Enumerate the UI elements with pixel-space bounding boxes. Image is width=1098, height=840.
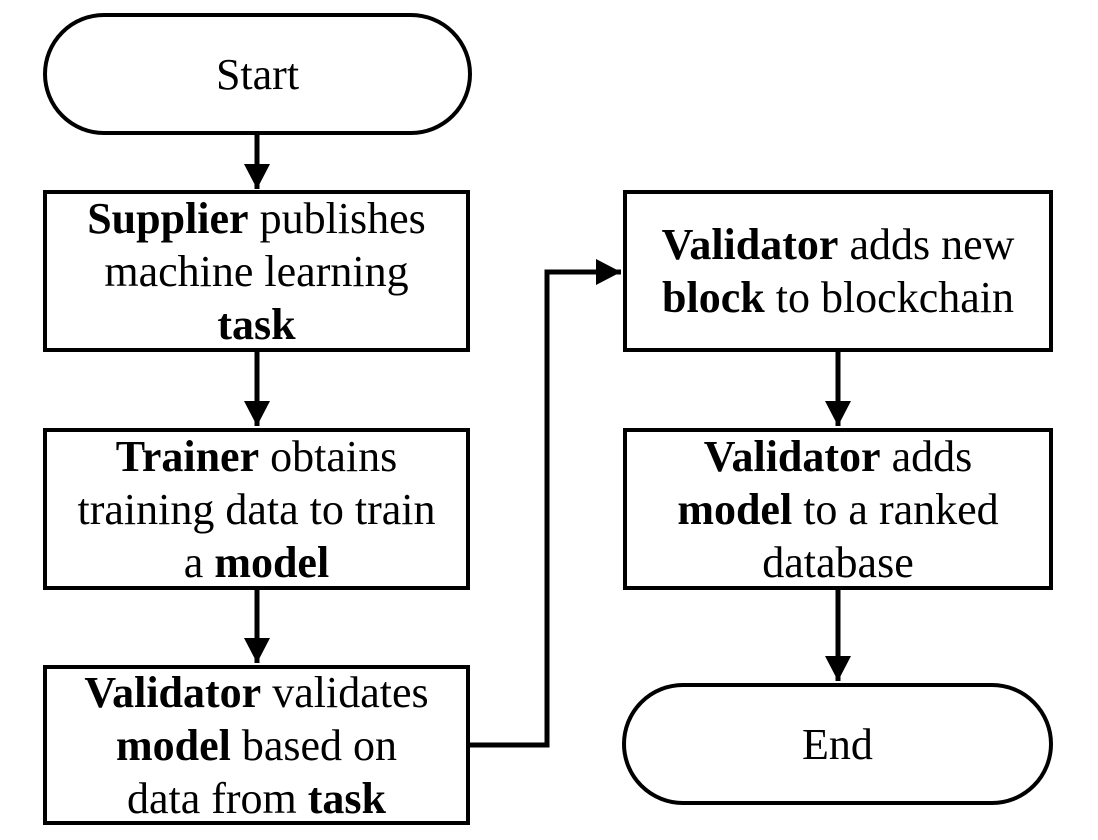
text-line: Validator validates: [84, 666, 428, 719]
text-segment-bold: model: [214, 537, 330, 587]
text-line: block to blockchain: [662, 271, 1014, 324]
text-segment-bold: Validator: [661, 220, 839, 269]
text-segment-bold: Trainer: [115, 431, 260, 481]
text-segment: publishes: [248, 193, 426, 243]
ranked-node: Validator adds model to a ranked databas…: [623, 428, 1053, 590]
text-line: task: [217, 298, 295, 351]
text-segment: obtains: [259, 431, 398, 481]
text-segment: machine learning: [104, 246, 409, 296]
text-segment-bold: Validator: [703, 431, 881, 481]
start-label: Start: [215, 49, 300, 99]
text-segment: database: [762, 537, 914, 587]
trainer-node: Trainer obtains training data to train a…: [43, 428, 470, 590]
text-segment-bold: block: [662, 273, 765, 322]
text-line: database: [762, 536, 913, 589]
text-line: Supplier publishes: [87, 192, 426, 245]
text-line: Trainer obtains: [116, 430, 397, 483]
text-segment: a: [183, 537, 215, 587]
text-line: model to a ranked: [677, 483, 998, 536]
text-segment: based on: [230, 720, 398, 770]
text-segment-bold: task: [217, 299, 296, 349]
text-segment: training data to train: [77, 484, 436, 534]
text-line: training data to train: [78, 483, 436, 536]
text-line: model based on: [116, 719, 397, 772]
end-node: End: [622, 683, 1053, 805]
text-segment-bold: task: [307, 773, 387, 823]
text-line: machine learning: [104, 245, 408, 298]
text-segment: adds: [880, 431, 973, 481]
supplier-node: Supplier publishes machine learning task: [43, 190, 470, 352]
text-segment-bold: Validator: [84, 667, 262, 717]
arrow-validate-to-block: [470, 259, 621, 748]
text-line: Validator adds: [704, 430, 973, 483]
block-node: Validator adds new block to blockchain: [623, 190, 1053, 352]
text-segment: adds new: [838, 220, 1015, 269]
text-segment: validates: [261, 667, 429, 717]
text-line: a model: [184, 536, 329, 589]
text-line: Validator adds new: [662, 218, 1015, 271]
text-segment: to a ranked: [792, 484, 999, 534]
text-segment-bold: model: [677, 484, 793, 534]
text-line: data from task: [127, 772, 386, 825]
text-segment: data from: [126, 773, 308, 823]
text-segment-bold: model: [115, 720, 231, 770]
end-label: End: [802, 719, 873, 769]
start-node: Start: [43, 13, 472, 135]
text-segment-bold: Supplier: [87, 193, 249, 243]
validate-node: Validator validates model based on data …: [43, 665, 470, 825]
text-segment: to blockchain: [764, 273, 1014, 322]
